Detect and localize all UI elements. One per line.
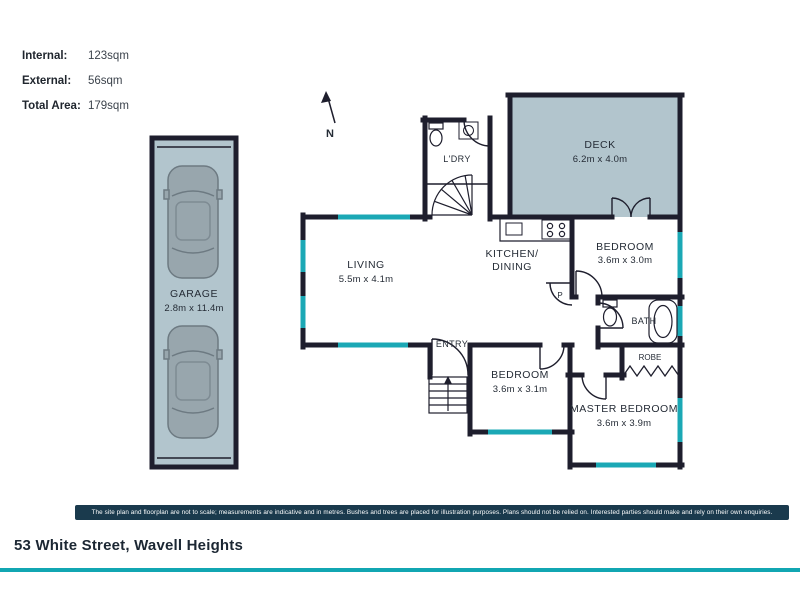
- total-area-label: Total Area:: [22, 100, 81, 112]
- car-icon: [163, 165, 223, 279]
- external-area-label: External:: [22, 75, 72, 87]
- area-legend: Internal: 123sqm External: 56sqm Total A…: [22, 50, 129, 125]
- deck-area: [510, 95, 680, 217]
- disclaimer-text: The site plan and floorplan are not to s…: [91, 509, 773, 516]
- room-dims-bedroom-mid: 3.6m x 3.1m: [493, 384, 547, 395]
- room-label-laundry: L'DRY: [443, 154, 471, 164]
- room-label-deck: DECK: [584, 139, 615, 151]
- room-label-robe: ROBE: [639, 353, 662, 362]
- room-label-kitchen-line1: KITCHEN/: [485, 248, 538, 260]
- door-swings: [431, 119, 651, 400]
- internal-area-label: Internal:: [22, 50, 68, 62]
- room-dims-deck: 6.2m x 4.0m: [573, 154, 627, 165]
- room-dims-master-bedroom: 3.6m x 3.9m: [597, 418, 651, 429]
- legend-row-external: External: 56sqm: [22, 75, 129, 87]
- room-label-powder: P: [557, 291, 562, 300]
- laundry-toilet-icon: [428, 122, 444, 147]
- spiral-stair-icon: [425, 174, 490, 216]
- room-label-kitchen-line2: DINING: [492, 261, 532, 273]
- car-icon: [163, 325, 223, 439]
- north-arrow-icon: N: [321, 91, 336, 140]
- address-title: 53 White Street, Wavell Heights: [14, 537, 244, 554]
- internal-area-value: 123sqm: [88, 50, 129, 62]
- bathtub-icon: [648, 299, 678, 344]
- room-label-master-bedroom: MASTER BEDROOM: [570, 403, 678, 415]
- external-area-value: 56sqm: [88, 75, 123, 87]
- room-label-entry: ENTRY: [436, 339, 468, 349]
- north-label: N: [326, 128, 334, 140]
- legend-row-total: Total Area: 179sqm: [22, 100, 129, 112]
- window-markers: [300, 214, 683, 468]
- total-area-value: 179sqm: [88, 100, 129, 112]
- house-walls: [300, 92, 685, 470]
- entry-steps-icon: [428, 376, 468, 414]
- room-dims-bedroom-top: 3.6m x 3.0m: [598, 255, 652, 266]
- garage-walls: [149, 135, 239, 470]
- room-dims-living: 5.5m x 4.1m: [339, 274, 393, 285]
- accent-rule: [0, 568, 800, 572]
- toilet-icon: [602, 299, 618, 327]
- legend-row-internal: Internal: 123sqm: [22, 50, 129, 62]
- room-dims-garage: 2.8m x 11.4m: [164, 303, 223, 314]
- room-label-living: LIVING: [347, 259, 384, 271]
- room-label-bedroom-top: BEDROOM: [596, 241, 654, 253]
- kitchen-bench-icon: [499, 219, 574, 242]
- robe-bifold-doors: [622, 364, 680, 378]
- room-label-bedroom-mid: BEDROOM: [491, 369, 549, 381]
- room-label-bath: BATH: [632, 316, 657, 326]
- disclaimer-bar: The site plan and floorplan are not to s…: [75, 505, 789, 520]
- room-label-garage: GARAGE: [170, 288, 218, 300]
- laundry-tub-icon: [458, 121, 479, 140]
